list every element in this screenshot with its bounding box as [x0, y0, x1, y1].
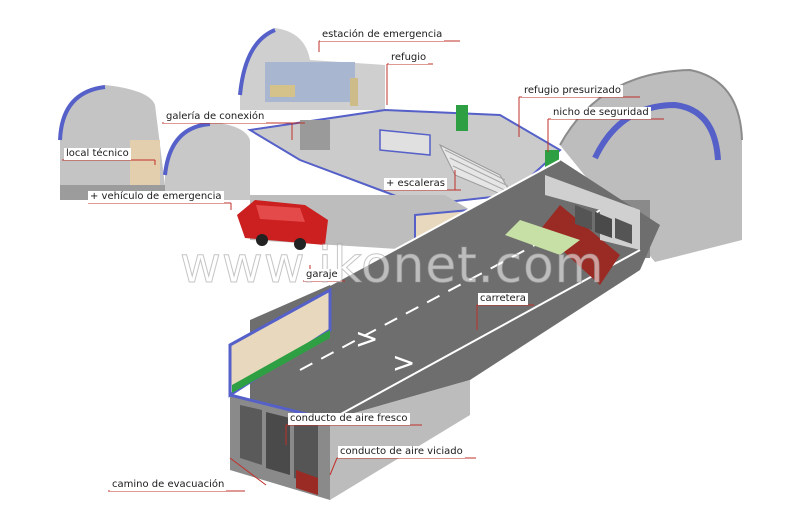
- label-nicho-seguridad: nicho de seguridad: [551, 107, 651, 119]
- label-aire-fresco: conducto de aire fresco: [288, 413, 410, 425]
- label-carretera: carretera: [478, 293, 528, 305]
- watermark: www.ikonet.com: [179, 236, 605, 295]
- label-garaje: garaje: [304, 269, 340, 281]
- connection-gallery-arch: [163, 122, 250, 200]
- label-aire-viciado: conducto de aire viciado: [338, 446, 465, 458]
- emergency-vehicle-icon: [237, 200, 328, 250]
- emergency-station: [238, 28, 385, 110]
- label-refugio: refugio: [389, 52, 429, 64]
- right-tube-section: [545, 175, 640, 250]
- technical-room-arch: [58, 85, 165, 200]
- label-refugio-presurizado: refugio presurizado: [522, 85, 623, 97]
- label-vehiculo-emergencia: + vehículo de emergencia: [88, 191, 224, 203]
- road-side-wall: [228, 287, 332, 398]
- label-estacion-emergencia: estación de emergencia: [320, 29, 445, 41]
- label-camino-evacuacion: camino de evacuación: [110, 479, 227, 491]
- road: > >: [250, 159, 660, 421]
- label-galeria-conexion: galería de conexión: [164, 111, 267, 123]
- svg-text:>: >: [355, 322, 378, 355]
- label-local-tecnico: local técnico: [64, 148, 131, 160]
- label-escaleras: + escaleras: [384, 178, 447, 190]
- svg-text:>: >: [392, 346, 415, 379]
